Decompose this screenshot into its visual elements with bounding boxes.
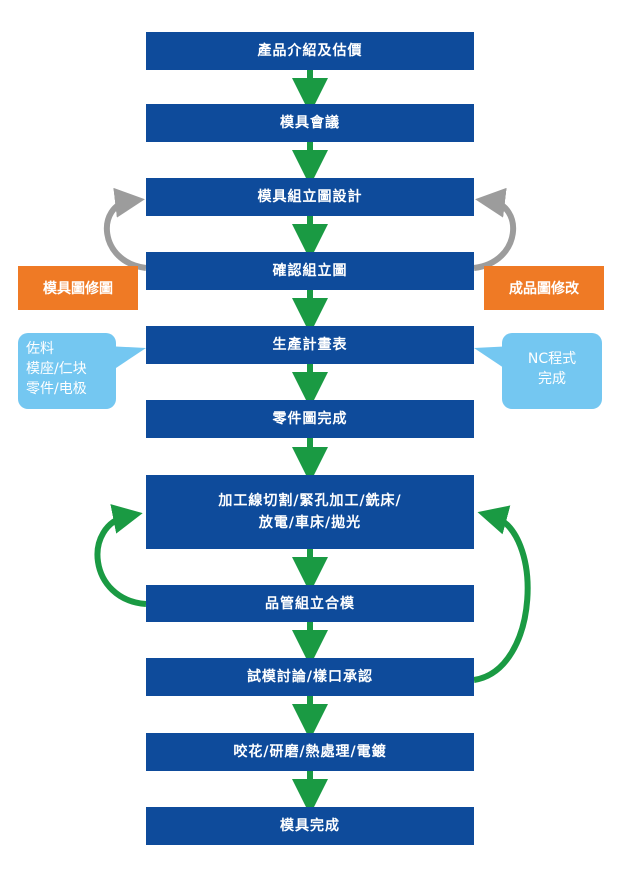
step-production-schedule: 生產計畫表	[146, 326, 474, 364]
step-mold-complete: 模具完成	[146, 807, 474, 845]
step-assembly-design: 模具組立圖設計	[146, 178, 474, 216]
note-materials: 佐料 模座/仁块 零件/电极	[18, 333, 116, 409]
step-qc-assembly: 品管組立合模	[146, 585, 474, 622]
step-machining: 加工線切割/緊孔加工/銑床/ 放電/車床/拋光	[146, 475, 474, 549]
left-note-pointer	[106, 346, 146, 372]
note-nc-program: NC程式 完成	[502, 333, 602, 409]
left-loop-arrow	[103, 187, 147, 271]
step-parts-drawing: 零件圖完成	[146, 400, 474, 438]
note-product-drawing-revise: 成品圖修改	[484, 266, 604, 310]
note-mold-drawing-revise: 模具圖修圖	[18, 266, 138, 310]
right-rework-arrow	[473, 505, 531, 683]
right-loop-arrow	[473, 187, 517, 271]
step-trial-approval: 試模討論/樣口承認	[146, 658, 474, 696]
step-mold-meeting: 模具會議	[146, 104, 474, 142]
step-product-intro: 產品介紹及估價	[146, 32, 474, 70]
step-surface-treatment: 咬花/研磨/熱處理/電鍍	[146, 733, 474, 771]
step-confirm-assembly: 確認組立圖	[146, 252, 474, 290]
left-rework-arrow	[94, 504, 147, 607]
